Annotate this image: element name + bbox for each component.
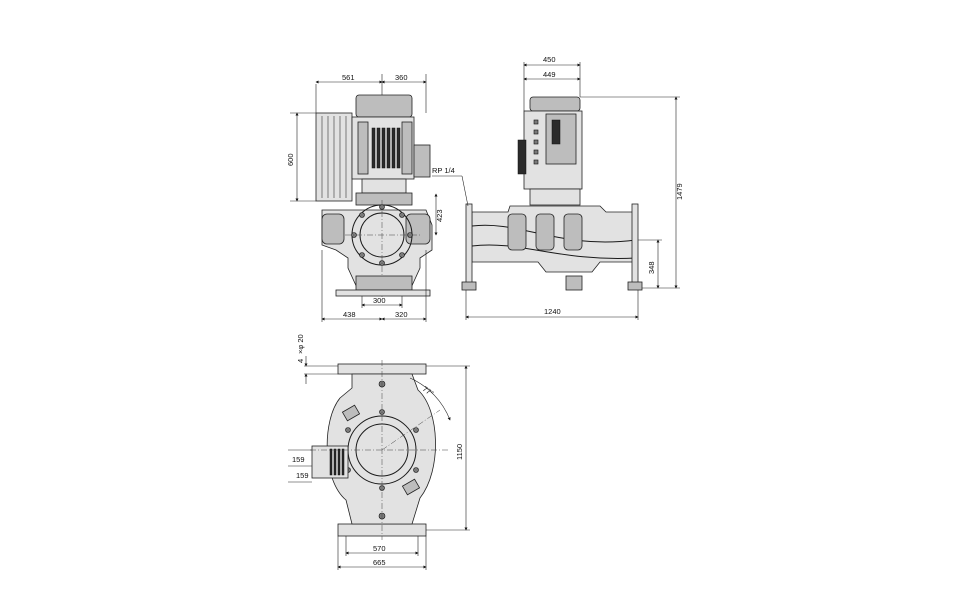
label-port: RP 1/4 [432,166,455,175]
dim-flange-height: 423 [435,209,444,222]
front-view: 561 360 600 423 300 438 320 [286,73,444,322]
dim-hole-spacing: 4 [296,359,305,363]
dim-hole-diameter: ×φ 20 [296,334,305,354]
base-plate [335,289,431,297]
dim-left-width: 561 [342,73,355,82]
dim-top-inner: 449 [543,70,556,79]
dim-depth: 1150 [455,444,464,460]
dim-total-height: 1479 [675,183,684,200]
dim-base-outer: 665 [373,558,386,567]
outlet-flange-side [631,203,639,285]
dim-flange-center: 348 [647,261,656,274]
dim-length: 1240 [544,307,561,316]
dim-box-lower: 159 [296,471,309,480]
top-view: 4 ×φ 20 77° 1150 159 159 570 665 [288,334,470,570]
dim-top-outer: 450 [543,55,556,64]
dim-base-inner-top: 570 [373,544,386,553]
terminal-box [413,144,431,178]
dim-base-inner: 300 [373,296,386,305]
motor-stool [361,178,407,194]
dim-box-upper: 159 [292,455,305,464]
motor-top [355,94,413,118]
dim-base-right: 320 [395,310,408,319]
side-view: RP 1/4 450 449 1479 348 1240 [432,55,684,320]
side-motor-top [529,96,581,112]
dim-motor-height: 600 [286,153,295,166]
dim-right-width: 360 [395,73,408,82]
dim-base-left: 438 [343,310,356,319]
inlet-flange [465,203,473,285]
